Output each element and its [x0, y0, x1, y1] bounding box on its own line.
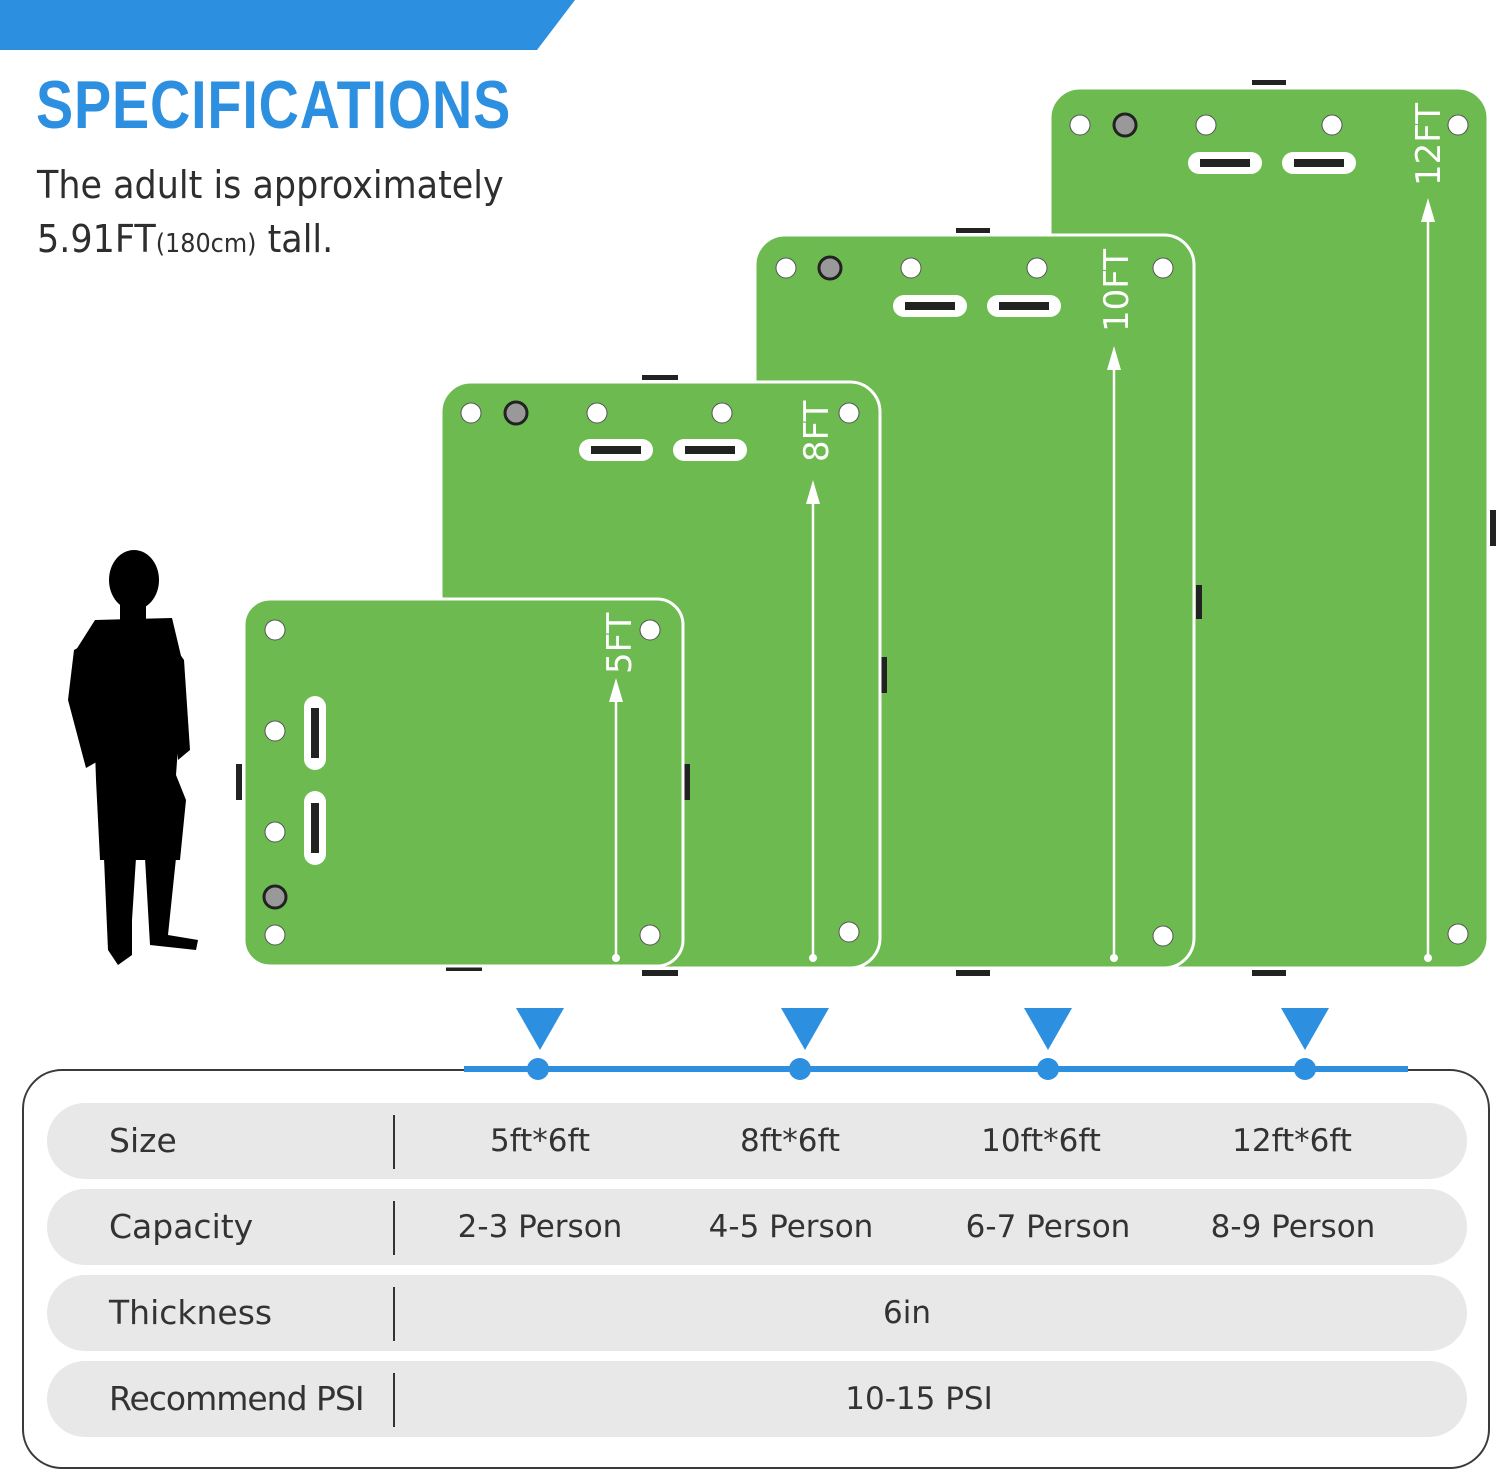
- handle-icon: [579, 439, 747, 461]
- mat-label-10ft: 10FT: [1097, 249, 1137, 332]
- spec-row-capacity: Capacity 2-3 Person 4-5 Person 6-7 Perso…: [47, 1189, 1467, 1265]
- row-label-size: Size: [109, 1121, 177, 1160]
- subtitle: The adult is approximately 5.91FT(180cm)…: [37, 158, 552, 271]
- subtitle-height-cm: (180cm): [155, 229, 257, 259]
- row-label-psi: Recommend PSI: [109, 1379, 365, 1418]
- size-value-10ft: 10ft*6ft: [981, 1123, 1101, 1159]
- subtitle-end: tall.: [256, 217, 334, 261]
- person-silhouette-icon: [68, 550, 198, 965]
- d-ring-icon: [1069, 114, 1469, 945]
- spec-row-size: Size 5ft*6ft 8ft*6ft 10ft*6ft 12ft*6ft: [47, 1103, 1467, 1179]
- d-ring-icon: [460, 402, 860, 943]
- size-comparison-figure: 12FT 10FT: [68, 80, 1496, 1050]
- d-ring-icon: [264, 619, 661, 946]
- row-divider: [393, 1201, 395, 1255]
- down-triangle-icon: [516, 1008, 564, 1050]
- mat-label-12ft: 12FT: [1409, 103, 1449, 186]
- row-label-thickness: Thickness: [109, 1293, 273, 1332]
- valve-icon: [1112, 112, 1138, 138]
- handle-icon: [893, 295, 1061, 317]
- d-ring-icon: [775, 257, 1174, 947]
- capacity-value-12ft: 8-9 Person: [1210, 1209, 1376, 1245]
- spec-row-psi: Recommend PSI 10-15 PSI: [47, 1361, 1467, 1437]
- thickness-value: 6in: [883, 1295, 931, 1331]
- row-divider: [393, 1373, 395, 1427]
- handle-icon: [1188, 152, 1356, 174]
- down-triangle-icon: [1024, 1008, 1072, 1050]
- subtitle-line-1: The adult is approximately: [37, 163, 504, 207]
- arrow-up-icon: [609, 678, 623, 962]
- row-label-capacity: Capacity: [109, 1207, 254, 1246]
- size-value-8ft: 8ft*6ft: [740, 1123, 840, 1159]
- mat-5ft: 5FT: [236, 597, 690, 971]
- arrow-up-icon: [1421, 198, 1435, 962]
- arrow-up-icon: [1107, 346, 1121, 962]
- capacity-value-10ft: 6-7 Person: [965, 1209, 1131, 1245]
- timeline-dot-icon: [789, 1058, 811, 1080]
- top-banner: [0, 0, 575, 50]
- valve-icon: [262, 884, 288, 910]
- timeline-dot-icon: [1294, 1058, 1316, 1080]
- subtitle-height: 5.91FT: [37, 217, 156, 261]
- handle-icon: [304, 696, 326, 865]
- timeline-dot-icon: [527, 1058, 549, 1080]
- valve-icon: [817, 255, 843, 281]
- psi-value: 10-15 PSI: [845, 1381, 993, 1417]
- timeline-dot-icon: [1037, 1058, 1059, 1080]
- capacity-value-5ft: 2-3 Person: [457, 1209, 623, 1245]
- down-triangle-icon: [1281, 1008, 1329, 1050]
- size-value-5ft: 5ft*6ft: [490, 1123, 590, 1159]
- page-title: SPECIFICATIONS: [36, 67, 512, 143]
- capacity-value-8ft: 4-5 Person: [708, 1209, 874, 1245]
- mat-label-8ft: 8FT: [797, 400, 837, 462]
- size-value-12ft: 12ft*6ft: [1232, 1123, 1352, 1159]
- arrow-up-icon: [806, 480, 820, 962]
- row-divider: [393, 1287, 395, 1341]
- mat-label-5ft: 5FT: [600, 612, 640, 674]
- timeline: [464, 1058, 1408, 1080]
- column-markers: [516, 1008, 1329, 1050]
- down-triangle-icon: [781, 1008, 829, 1050]
- row-divider: [393, 1115, 395, 1169]
- spec-row-thickness: Thickness 6in: [47, 1275, 1467, 1351]
- valve-icon: [503, 400, 529, 426]
